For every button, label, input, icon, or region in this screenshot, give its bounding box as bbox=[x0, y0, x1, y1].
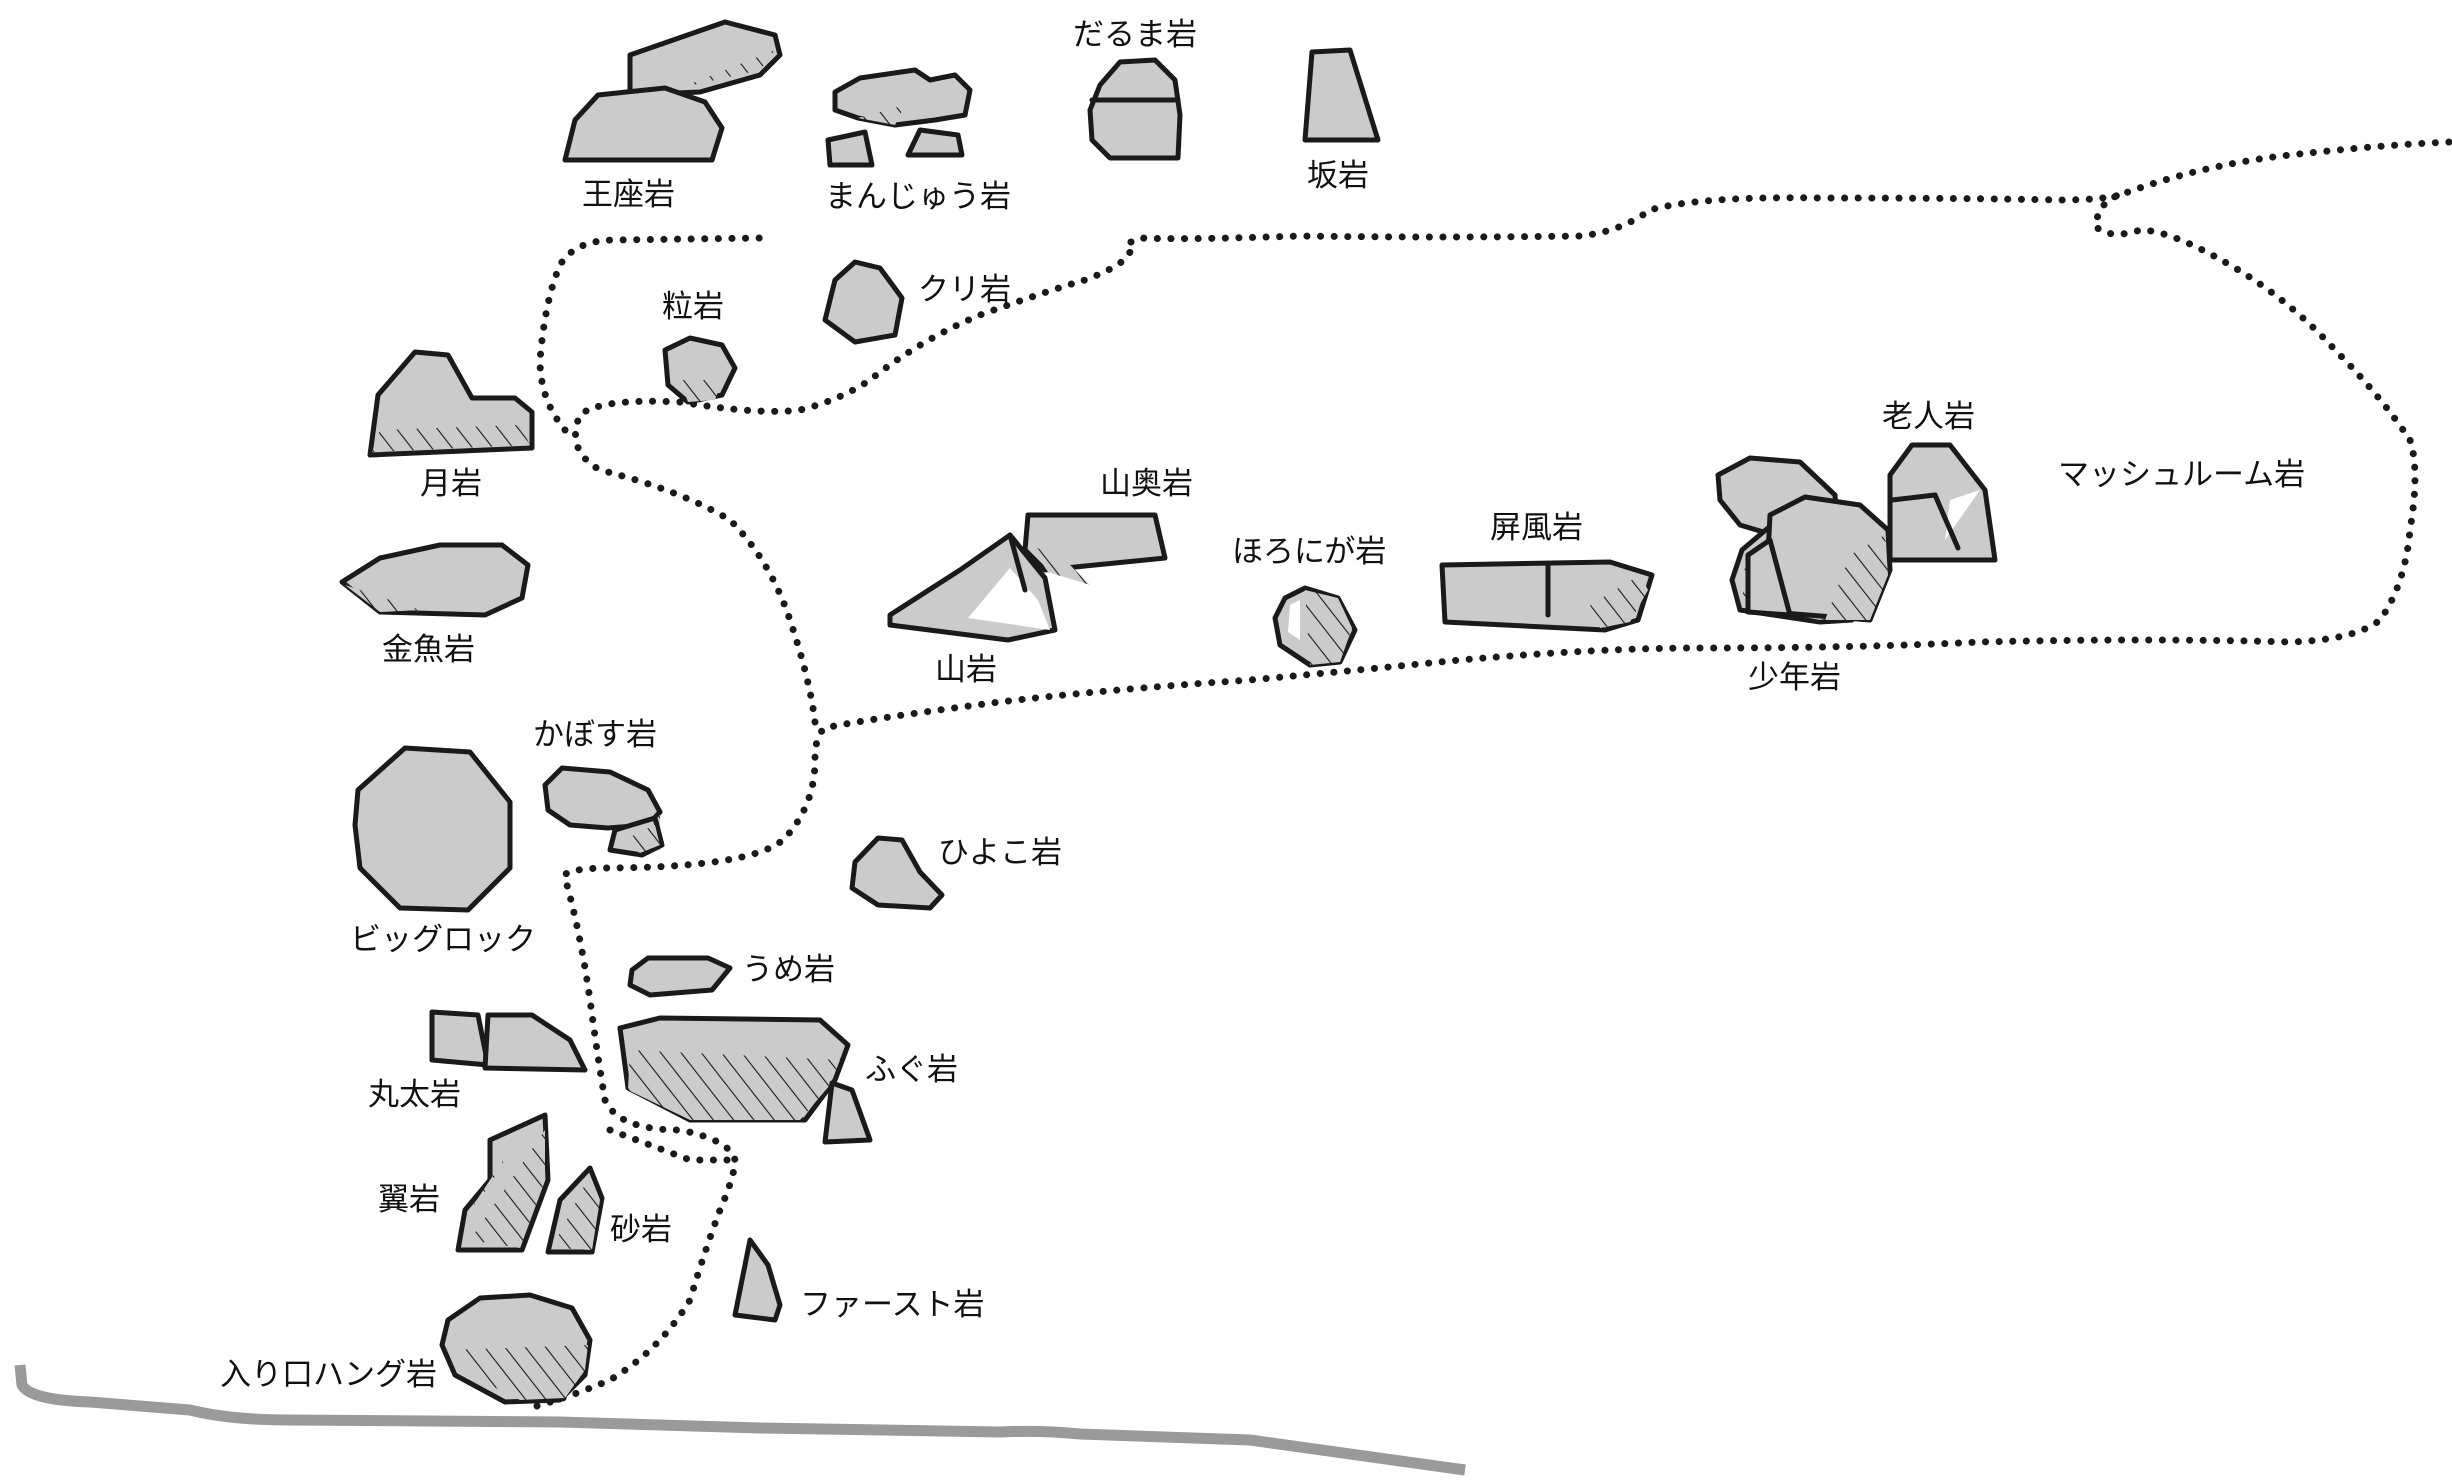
rock-iriguchi bbox=[439, 1292, 593, 1405]
rock-yamaoku bbox=[887, 512, 1168, 643]
rock-horoniga bbox=[1272, 585, 1358, 668]
rock-manju bbox=[825, 67, 973, 168]
rock-ume bbox=[627, 955, 733, 998]
label-tsubu: 粒岩 bbox=[662, 289, 724, 325]
label-manju: まんじゅう岩 bbox=[825, 179, 1011, 215]
label-tsuki: 月岩 bbox=[420, 466, 482, 502]
label-mushroom: マッシュルーム岩 bbox=[2058, 457, 2305, 493]
label-tsubasa: 翼岩 bbox=[378, 1182, 440, 1218]
rock-hiyoko bbox=[849, 835, 945, 911]
label-hiyoko: ひよこ岩 bbox=[938, 835, 1062, 871]
rock-ouza bbox=[562, 19, 783, 163]
rock-byoubu bbox=[1439, 559, 1655, 633]
label-horoniga: ほろにが岩 bbox=[1232, 534, 1386, 570]
rock-bigrock bbox=[352, 745, 513, 913]
label-fugu: ふぐ岩 bbox=[865, 1052, 958, 1088]
access-road bbox=[14, 1364, 1466, 1476]
rock-tsubu bbox=[662, 335, 738, 405]
rock-fugu bbox=[617, 1015, 873, 1145]
label-kabosu: かぼす岩 bbox=[533, 717, 657, 753]
label-ouza: 王座岩 bbox=[582, 177, 675, 213]
rock-suna bbox=[545, 1165, 605, 1255]
rock-first bbox=[732, 1237, 783, 1323]
label-first: ファースト岩 bbox=[800, 1287, 984, 1323]
trail-upper-left bbox=[536, 234, 764, 434]
rock-kingyo bbox=[339, 542, 531, 618]
rock-maruta bbox=[429, 1009, 588, 1073]
rock-tsuki bbox=[367, 349, 535, 458]
rock-mushroom bbox=[1745, 494, 1893, 623]
trail-to-first-rock bbox=[606, 1126, 739, 1164]
label-saka: 坂岩 bbox=[1307, 158, 1369, 194]
label-bigrock: ビッグロック bbox=[350, 922, 536, 958]
main-trail bbox=[533, 138, 2452, 1410]
label-maruta: 丸太岩 bbox=[368, 1077, 461, 1113]
label-yamaoku: 山奥岩 bbox=[1100, 466, 1193, 502]
label-suna: 砂岩 bbox=[610, 1212, 672, 1248]
label-iriguchi: 入り口ハング岩 bbox=[220, 1357, 437, 1393]
rock-kuri bbox=[822, 259, 905, 345]
rock-daruma bbox=[1087, 57, 1183, 161]
label-roujin: 老人岩 bbox=[1882, 399, 1975, 435]
label-kingyo: 金魚岩 bbox=[382, 632, 475, 668]
label-shounen: 少年岩 bbox=[1748, 660, 1841, 696]
label-kuri: クリ岩 bbox=[918, 272, 1011, 308]
rock-tsubasa bbox=[455, 1112, 551, 1253]
rock-roujin bbox=[1887, 442, 1998, 563]
rock-kabosu bbox=[542, 765, 665, 858]
label-byoubu: 屏風岩 bbox=[1490, 510, 1583, 546]
upper-trail-loop bbox=[572, 191, 2124, 726]
label-yama: 山岩 bbox=[935, 652, 997, 688]
rock-saka bbox=[1302, 47, 1381, 143]
label-ume: うめ岩 bbox=[742, 952, 835, 988]
label-daruma: だるま岩 bbox=[1073, 17, 1197, 53]
